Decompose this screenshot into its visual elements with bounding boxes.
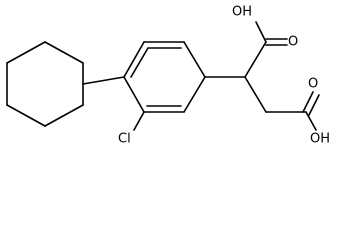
chlorine-bond	[133, 111, 145, 131]
alpha-methylene-bond	[244, 76, 267, 113]
hydroxyl-label-bottom: OH	[310, 132, 330, 147]
chlorine-label: Cl	[118, 132, 131, 147]
bond	[44, 41, 84, 64]
hydroxyl-bond	[255, 21, 267, 43]
aromatic-inner-bond	[130, 47, 149, 78]
oxygen-label-top: O	[288, 35, 298, 50]
bond	[6, 104, 46, 127]
hydroxyl-bond	[305, 111, 317, 131]
bond	[183, 41, 206, 78]
structure-drawing: Cl OH O O OH	[6, 5, 330, 147]
benzene-ring	[123, 41, 206, 113]
bond	[44, 104, 84, 127]
cyclohexyl-benzene-bond	[82, 76, 125, 85]
cyclohexyl-ring	[6, 41, 84, 127]
bond	[183, 76, 206, 113]
carbonyl-double-bond	[308, 94, 320, 116]
oxygen-label-bottom: O	[308, 77, 318, 92]
hydroxyl-label-top: OH	[232, 5, 252, 20]
bond	[6, 41, 46, 64]
alpha-carboxyl-bond	[244, 41, 267, 78]
carbonyl-double-bond	[302, 91, 314, 113]
bond	[123, 41, 145, 78]
bond	[123, 76, 145, 113]
